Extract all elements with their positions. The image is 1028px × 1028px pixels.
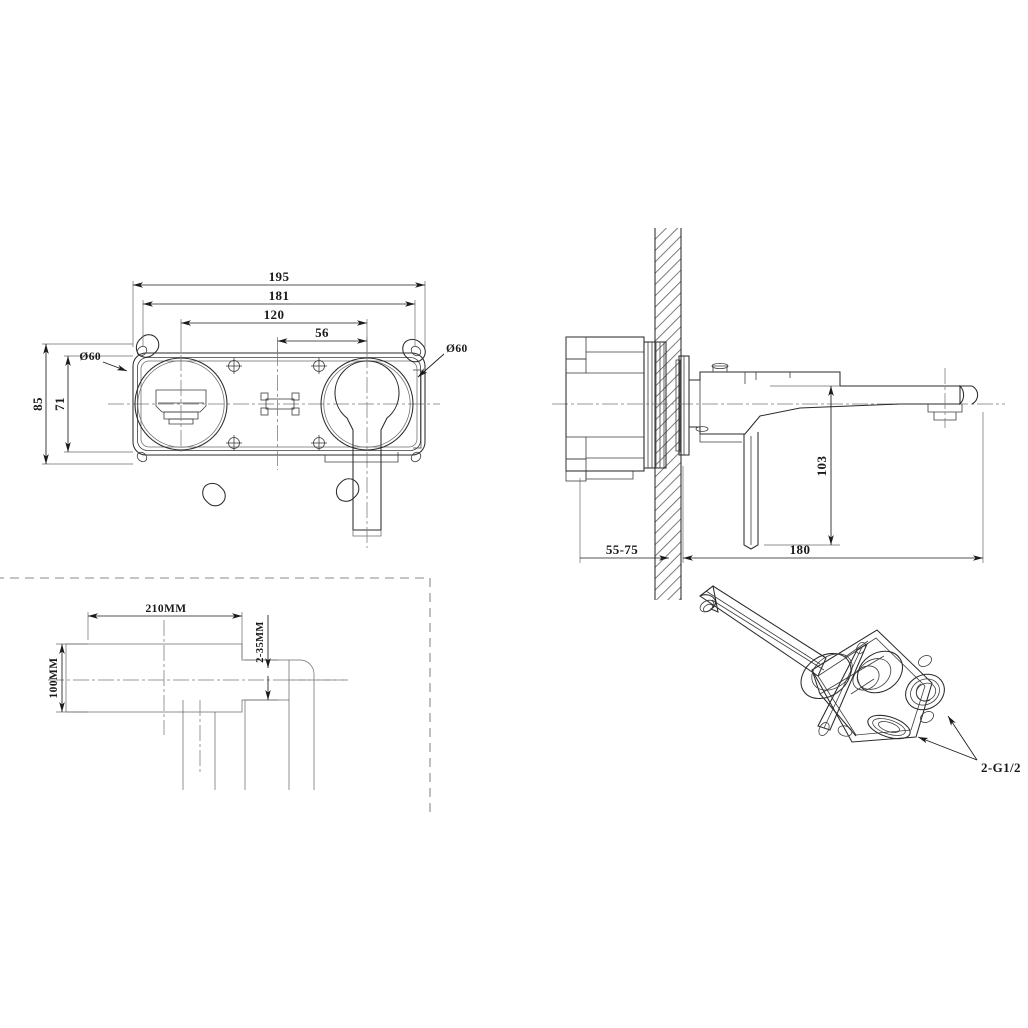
iso-lever-handle	[817, 641, 869, 736]
spout-arm	[689, 362, 979, 435]
wall-section	[654, 228, 682, 600]
lever-hub	[699, 434, 742, 443]
lever-body	[743, 432, 759, 550]
mounting-ear-bl	[136, 451, 226, 507]
center-link-detail	[260, 350, 300, 470]
dim-inlet-spacing: 210MM	[146, 603, 187, 615]
dim-offset: 56	[315, 325, 329, 340]
iso-spout-tip	[699, 585, 719, 613]
dim-spout-reach: 180	[790, 542, 811, 557]
fixing-screw-marks	[226, 358, 327, 451]
spout-lower-profile	[689, 403, 960, 435]
dim-plate-height: 71	[52, 397, 67, 411]
screw-mark-2	[311, 358, 327, 374]
roughin-elbow	[289, 659, 315, 790]
iso-lever-body	[817, 642, 869, 731]
screw-mark-3	[226, 435, 242, 451]
mounting-ear-br	[335, 451, 422, 502]
outlet-aerator-body	[155, 389, 207, 413]
outlet-aerator-ring	[163, 411, 199, 420]
front-view: 195 181 120 56 85 71	[30, 269, 468, 548]
faceplate-right-tail	[413, 369, 422, 449]
spout-nose	[959, 384, 965, 406]
isometric-view: 2-G1/2	[699, 585, 1021, 775]
side-view: 55-75 180 103	[552, 228, 1005, 600]
outlet-aerator-cap	[168, 418, 194, 425]
iso-fixing-lugs	[837, 655, 934, 737]
mounting-ears	[135, 334, 426, 507]
left-outlet-assembly	[134, 355, 228, 453]
iso-callout-leaders: 2-G1/2	[917, 715, 1021, 775]
dim-wall-depth: 55-75	[606, 542, 638, 557]
callout-left-bore: Ø60	[79, 351, 101, 363]
handle-lever	[334, 360, 400, 531]
mounting-ear-tl	[135, 334, 160, 358]
faceplate-inner-face	[140, 360, 418, 448]
dim-spout-height: 103	[814, 456, 829, 477]
faceplate-lower-tail	[324, 452, 399, 463]
dim-center-distance: 120	[264, 307, 285, 322]
front-view-dimensions: 195 181 120 56 85 71	[30, 269, 468, 465]
iso-spout-arm	[699, 585, 827, 677]
screw-mark-4	[311, 435, 327, 451]
dim-pipe-size: 2-35MM	[255, 621, 266, 662]
right-handle-assembly	[320, 352, 414, 548]
dim-inlet-height: 100MM	[48, 658, 60, 699]
spout-top-cap	[712, 365, 728, 372]
roughin-view: 210MM 100MM 2-35MM	[0, 577, 431, 812]
callout-right-bore: Ø60	[446, 343, 468, 355]
side-view-dimensions: 55-75 180 103	[579, 385, 984, 563]
dim-overall-width: 195	[269, 269, 290, 284]
screw-mark-1	[226, 358, 242, 374]
iso-inlet-port-right	[905, 673, 945, 711]
valve-body-concealed	[565, 336, 645, 482]
spout-nose-edge	[971, 385, 979, 405]
dim-plate-width: 181	[269, 288, 290, 303]
faceplate-outer	[132, 352, 426, 456]
dim-overall-height: 85	[30, 397, 45, 411]
escutcheon-plate-side	[675, 355, 690, 456]
handle-lever-side	[695, 426, 759, 550]
threaded-collar	[643, 341, 667, 469]
roughin-dimensions: 210MM 100MM 2-35MM	[48, 603, 278, 713]
iso-inlet-port-bottom	[867, 714, 911, 740]
roughin-frame	[0, 577, 431, 812]
callout-inlet-threads: 2-G1/2	[981, 760, 1021, 775]
